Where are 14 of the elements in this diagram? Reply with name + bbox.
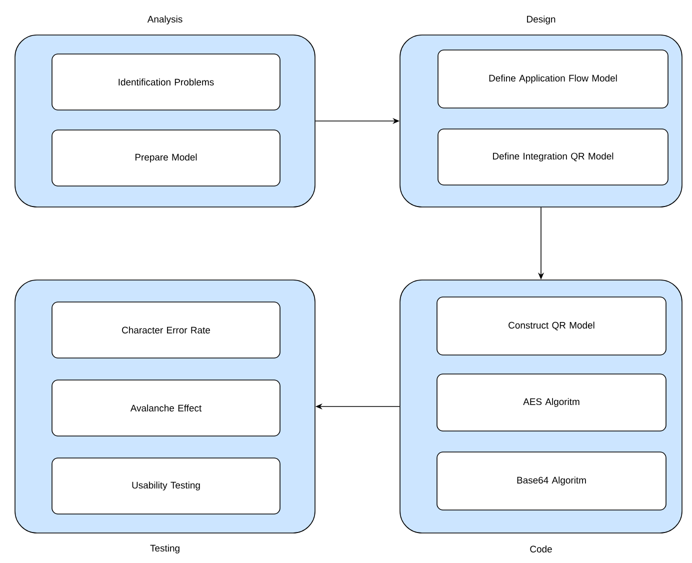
node-label: Code [530, 546, 552, 552]
process-box: Usability Testing [52, 458, 280, 514]
process-box: Avalanche Effect [52, 380, 280, 436]
process-box: Prepare Model [52, 130, 280, 186]
node-label: Design [527, 16, 556, 24]
process-box: Define Application Flow Model [438, 50, 668, 108]
process-box: Construct QR Model [436, 296, 666, 356]
process-box: Define Integration QR Model [438, 128, 668, 186]
node-label: Analysis [147, 16, 182, 24]
process-box: AES Algoritm [436, 374, 666, 432]
process-box: Character Error Rate [52, 302, 280, 358]
process-box: Base64 Algoritm [436, 452, 666, 510]
node-label: Testing [150, 544, 180, 554]
process-box: Identification Problems [52, 54, 280, 110]
